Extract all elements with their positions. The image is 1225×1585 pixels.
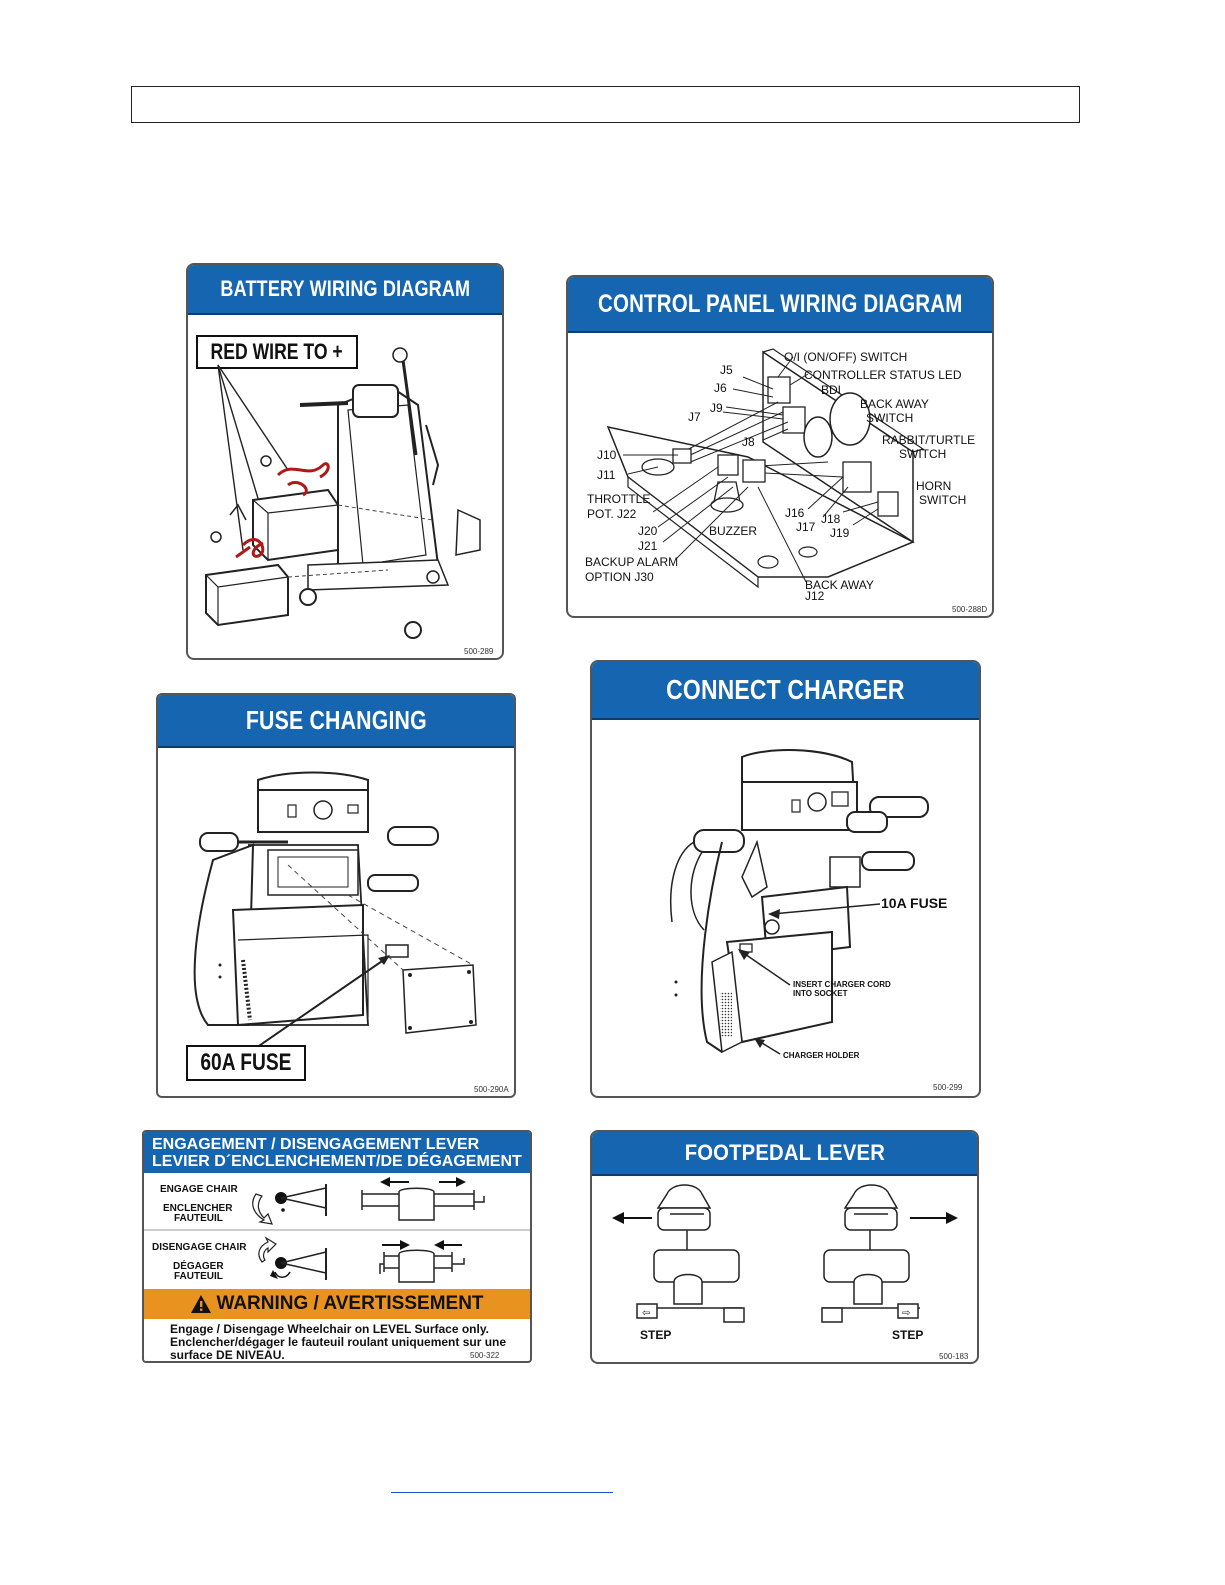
throttle-label-2: POT. J22 (587, 507, 637, 521)
bdi-label: BDI (821, 383, 842, 397)
rabbit-turtle-label-2: SWITCH (899, 447, 947, 461)
fuse-changing-title: FUSE CHANGING (158, 695, 514, 748)
charger-10a-fuse-label: 10A FUSE (881, 895, 948, 911)
back-away-switch-label-1: BACK AWAY (860, 397, 929, 411)
throttle-label-1: THROTTLE (587, 492, 651, 506)
red-wire-callout: RED WIRE TO + (196, 335, 358, 369)
warning-triangle-icon (191, 1295, 212, 1313)
j19-label: J19 (830, 526, 850, 540)
j16-label: J16 (785, 506, 805, 520)
j10-label: J10 (597, 448, 617, 462)
status-led-label: CONTROLLER STATUS LED (804, 368, 962, 382)
footpedal-lever-panel: FOOTPEDAL LEVER ⇦ (590, 1130, 979, 1364)
engagement-title-en: ENGAGEMENT / DISENGAGEMENT LEVER (152, 1136, 480, 1153)
backup-alarm-label-2: OPTION J30 (585, 570, 654, 584)
fuse-part-code: 500-290A (474, 1085, 509, 1094)
warning-text: WARNING / AVERTISSEMENT (216, 1293, 484, 1314)
step-right-label: STEP (892, 1328, 924, 1342)
j18-label: J18 (821, 512, 841, 526)
insert-charger-label-1: INSERT CHARGER CORD (793, 980, 891, 989)
engagement-illustration (144, 1177, 530, 1283)
svg-text:⇦: ⇦ (642, 1308, 650, 1319)
horn-switch-label-2: SWITCH (919, 493, 967, 507)
horn-switch-label-1: HORN (916, 479, 952, 493)
footpedal-illustration: ⇦ ⇨ (612, 1184, 958, 1323)
onoff-switch-label: O/I (ON/OFF) SWITCH (784, 350, 908, 364)
battery-wiring-illustration (205, 347, 481, 639)
svg-text:⇨: ⇨ (902, 1308, 910, 1319)
disengage-chair-label: DISENGAGE CHAIR (152, 1242, 247, 1253)
battery-wiring-panel: BATTERY WIRING DIAGRAM RED WIRE TO + (186, 263, 504, 660)
buzzer-label: BUZZER (709, 524, 757, 538)
fuse-60a-callout: 60A FUSE (186, 1045, 306, 1081)
disengage-chair-fr-label-1: DÉGAGER (173, 1261, 224, 1272)
battery-wiring-title: BATTERY WIRING DIAGRAM (188, 265, 502, 315)
j5-label: J5 (720, 363, 733, 377)
page-header-box (131, 86, 1080, 123)
j9-label: J9 (710, 401, 723, 415)
back-away-j12-label-2: J12 (805, 589, 825, 603)
j7-label: J7 (688, 410, 701, 424)
disengage-chair-fr-label-2: FAUTEUIL (174, 1271, 223, 1282)
j20-label: J20 (638, 524, 658, 538)
fuse-changing-illustration (193, 771, 477, 1051)
footer-link[interactable] (391, 1492, 613, 1493)
back-away-switch-label-2: SWITCH (866, 411, 914, 425)
control-panel-part-code: 500-288D (952, 605, 988, 614)
insert-charger-label-2: INTO SOCKET (793, 989, 848, 998)
backup-alarm-label-1: BACKUP ALARM (585, 555, 679, 569)
engagement-title: ENGAGEMENT / DISENGAGEMENT LEVER LEVIER … (144, 1132, 530, 1173)
engage-chair-fr-label-1: ENCLENCHER (163, 1203, 233, 1214)
connect-charger-title: CONNECT CHARGER (592, 662, 979, 720)
warning-line-2: Enclencher/dégager le fauteuil roulant u… (170, 1335, 507, 1349)
warning-line-3: surface DE NIVEAU. (170, 1348, 285, 1362)
battery-part-code: 500-289 (464, 647, 494, 656)
rabbit-turtle-label-1: RABBIT/TURTLE (882, 433, 976, 447)
engage-chair-fr-label-2: FAUTEUIL (174, 1213, 223, 1224)
connect-charger-panel: CONNECT CHARGER (590, 660, 981, 1098)
control-panel-illustration (606, 348, 925, 589)
footpedal-part-code: 500-183 (939, 1352, 969, 1361)
step-left-label: STEP (640, 1328, 672, 1342)
engagement-part-code: 500-322 (470, 1351, 500, 1360)
charger-holder-label: CHARGER HOLDER (783, 1051, 860, 1060)
charger-part-code: 500-299 (933, 1083, 963, 1092)
engage-chair-label: ENGAGE CHAIR (160, 1184, 238, 1195)
control-panel-title: CONTROL PANEL WIRING DIAGRAM (568, 277, 992, 333)
j6-label: J6 (714, 381, 727, 395)
warning-bar: WARNING / AVERTISSEMENT (144, 1289, 530, 1319)
control-panel-wiring-panel: CONTROL PANEL WIRING DIAGRAM (566, 275, 994, 618)
warning-description: Engage / Disengage Wheelchair on LEVEL S… (170, 1323, 506, 1362)
engagement-title-fr: LEVIER D´ENCLENCHEMENT/DE DÉGAGEMENT (152, 1153, 522, 1170)
footpedal-title: FOOTPEDAL LEVER (592, 1132, 977, 1176)
warning-line-1: Engage / Disengage Wheelchair on LEVEL S… (170, 1322, 489, 1336)
engagement-lever-panel: ENGAGEMENT / DISENGAGEMENT LEVER LEVIER … (142, 1130, 532, 1363)
connect-charger-illustration (669, 749, 929, 1055)
j21-label: J21 (638, 539, 658, 553)
j8-label: J8 (742, 435, 755, 449)
j11-label: J11 (597, 468, 616, 482)
j17-label: J17 (796, 520, 816, 534)
back-away-j12-label-1: BACK AWAY (805, 578, 874, 592)
fuse-changing-panel: FUSE CHANGING 60A FUSE 5 (156, 693, 516, 1098)
